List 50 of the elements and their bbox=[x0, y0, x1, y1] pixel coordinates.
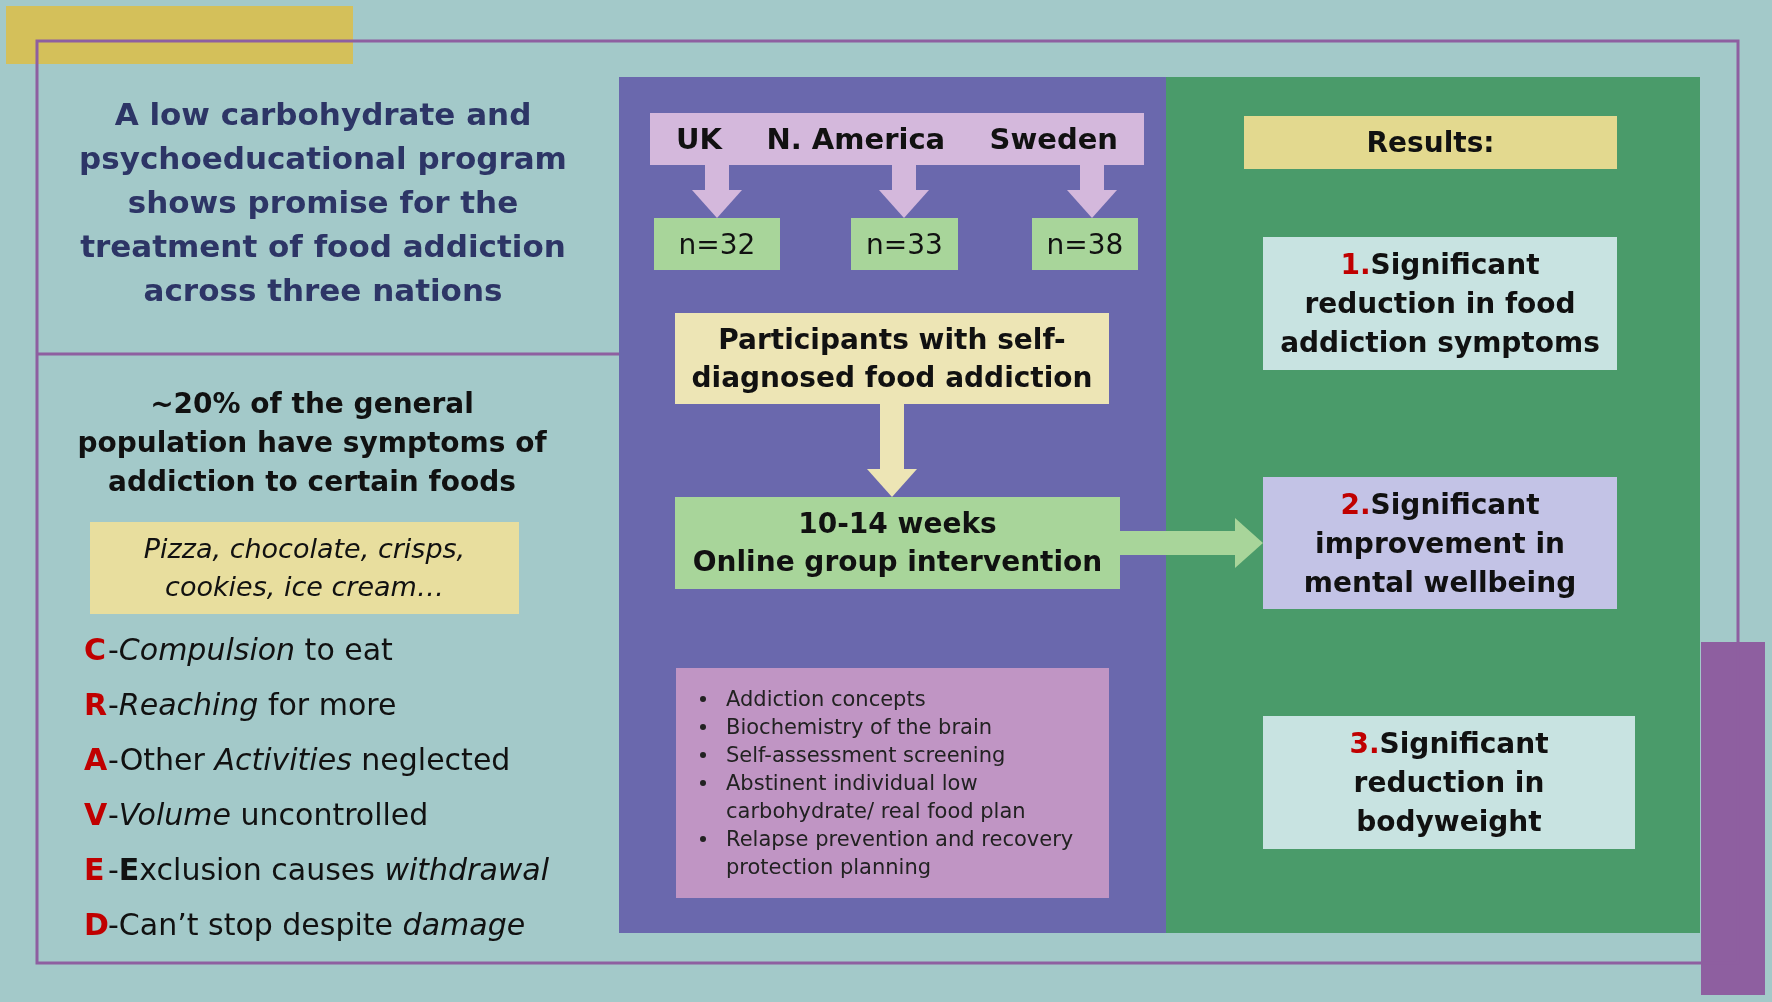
bullet-item: Abstinent individual low carbohydrate/ real food plan bbox=[726, 770, 1027, 825]
acronym-letter: R bbox=[84, 687, 108, 723]
box-text: Pizza, chocolate, crisps, cookies, ice cream… bbox=[142, 532, 467, 604]
process-box bbox=[675, 497, 1120, 589]
statement-text: ~20% of the general population have symptoms of addiction to certain foods bbox=[76, 386, 548, 500]
criterion-text: -Volume uncontrolled bbox=[108, 797, 429, 833]
sample-size-box bbox=[1032, 218, 1138, 270]
region-label: Sweden bbox=[989, 122, 1118, 156]
criterion-text: -Can’t stop despite damage bbox=[108, 907, 526, 943]
block-arrow bbox=[692, 165, 742, 218]
box-text: Online group intervention bbox=[692, 544, 1103, 580]
criterion-text: -Reaching for more bbox=[108, 687, 397, 723]
region-bar bbox=[650, 113, 1144, 165]
box-text: 10-14 weeks bbox=[798, 506, 997, 542]
result-text: 2.Significant improvement in mental wellbeing bbox=[1302, 486, 1578, 601]
result-box bbox=[1263, 716, 1635, 849]
result-box bbox=[1263, 477, 1617, 609]
result-box bbox=[1263, 237, 1617, 370]
bullet-item: Biochemistry of the brain bbox=[726, 714, 993, 741]
result-text: 1.Significant reduction in food addiction symptoms bbox=[1279, 247, 1601, 361]
acronym-letter: A bbox=[84, 742, 108, 778]
box-text: Results: bbox=[1366, 124, 1495, 161]
bullet-item: Addiction concepts bbox=[726, 686, 926, 713]
box-text: Participants with self-diagnosed food addiction bbox=[690, 321, 1094, 396]
block-arrow bbox=[867, 404, 917, 497]
process-box bbox=[1244, 116, 1617, 169]
criterion-text: -Compulsion to eat bbox=[108, 632, 393, 668]
region-label: N. America bbox=[766, 122, 946, 156]
example-box bbox=[90, 522, 519, 614]
topics-box bbox=[676, 668, 1109, 898]
process-box bbox=[675, 313, 1109, 404]
sample-size-box bbox=[851, 218, 958, 270]
sample-size-text: n=32 bbox=[678, 227, 756, 261]
acronym-letter: D bbox=[84, 907, 109, 943]
bullet-item: Relapse prevention and recovery protection planning bbox=[726, 826, 1075, 881]
acronym-letter: V bbox=[84, 797, 108, 833]
acronym-letter: E bbox=[84, 852, 105, 888]
sample-size-box bbox=[654, 218, 780, 270]
sample-size-text: n=38 bbox=[1046, 227, 1124, 261]
region-label: UK bbox=[676, 122, 723, 156]
block-arrow bbox=[1120, 518, 1263, 568]
block-arrow bbox=[1067, 165, 1117, 218]
title-text: A low carbohydrate and psychoeducational program shows promise for the treatment of food addiction across three nations bbox=[78, 95, 568, 310]
criterion-text: -Exclusion causes withdrawal bbox=[108, 852, 550, 888]
acronym-letter: C bbox=[84, 632, 107, 668]
result-text: 3.Significant reduction in bodyweight bbox=[1348, 726, 1550, 840]
bullet-item: Self-assessment screening bbox=[726, 742, 1006, 769]
criterion-text: -Other Activities neglected bbox=[108, 742, 511, 778]
block-arrow bbox=[879, 165, 929, 218]
sample-size-text: n=33 bbox=[866, 227, 943, 261]
